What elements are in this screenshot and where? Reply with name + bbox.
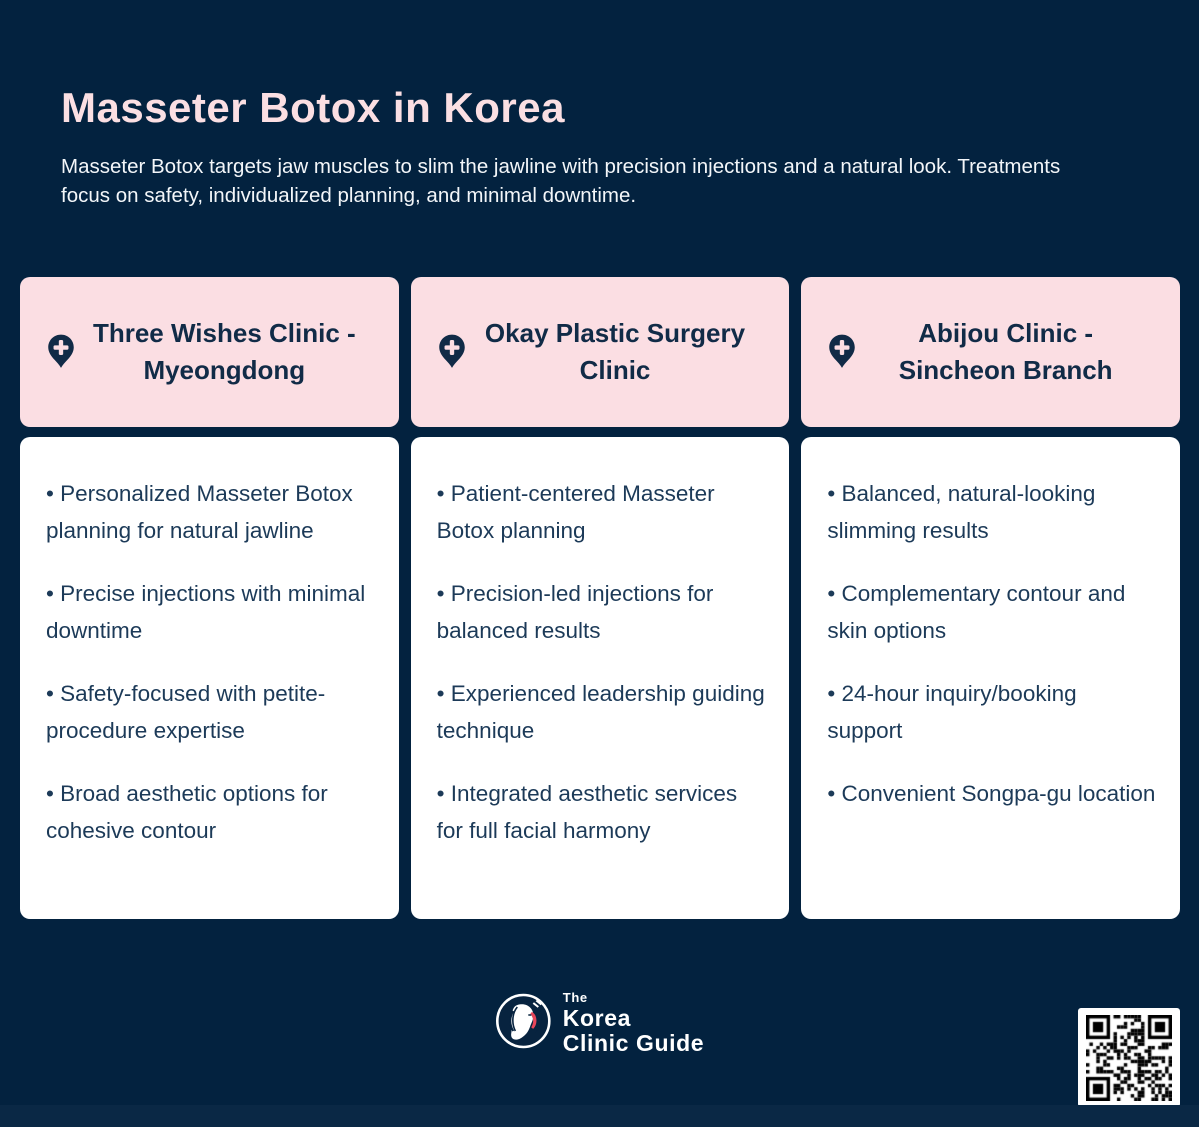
bullet-item: • Balanced, natural-looking slimming res… — [827, 481, 1096, 543]
bullet-item: • Patient-centered Masseter Botox planni… — [436, 481, 715, 543]
brand-logo-text: The Korea Clinic Guide — [563, 991, 704, 1055]
medical-map-pin-icon — [825, 333, 861, 371]
clinic-card-header: Okay Plastic Surgery Clinic — [410, 277, 790, 427]
bullet-item: • Broad aesthetic options for cohesive c… — [46, 781, 328, 843]
page-title: Masseter Botox in Korea — [61, 84, 565, 131]
brand-logo: The Korea Clinic Guide — [495, 991, 704, 1055]
bullet-item: • Complementary contour and skin options — [827, 581, 1126, 643]
clinic-card-body: • Balanced, natural-looking slimming res… — [801, 437, 1180, 919]
bottom-strip — [0, 1105, 1199, 1127]
bullet-item: • Precision-led injections for balanced … — [436, 581, 714, 643]
medical-map-pin-icon — [435, 333, 471, 371]
bullet-item: • Precise injections with minimal downti… — [46, 581, 366, 643]
bullet-item: • Personalized Masseter Botox planning f… — [46, 481, 353, 543]
clinic-card-title: Abijou Clinic - Sincheon Branch — [898, 318, 1113, 385]
clinic-card-header: Abijou Clinic - Sincheon Branch — [801, 277, 1180, 427]
clinic-card: Okay Plastic Surgery Clinic • Patient-ce… — [410, 277, 790, 919]
clinic-card-title: Okay Plastic Surgery Clinic — [484, 318, 746, 385]
clinic-card-body: • Personalized Masseter Botox planning f… — [20, 437, 399, 919]
qr-code-pattern — [1086, 1014, 1172, 1101]
bullet-item: • Integrated aesthetic services for full… — [436, 781, 738, 843]
clinic-cards: Three Wishes Clinic - Myeongdong • Perso… — [20, 277, 1180, 919]
clinic-card-header: Three Wishes Clinic - Myeongdong — [20, 277, 399, 427]
bullet-item: • 24-hour inquiry/booking support — [827, 681, 1077, 743]
logo-the: The — [562, 990, 588, 1005]
page-subtitle: Masseter Botox targets jaw muscles to sl… — [61, 155, 1061, 207]
bullet-item: • Convenient Songpa-gu location — [827, 781, 1156, 806]
medical-map-pin-icon — [44, 333, 80, 371]
clinic-card: Abijou Clinic - Sincheon Branch • Balanc… — [801, 277, 1180, 919]
clinic-card-title: Three Wishes Clinic - Myeongdong — [92, 318, 356, 385]
korea-clinic-guide-emblem-icon — [495, 993, 551, 1054]
logo-korea: Korea — [562, 1005, 632, 1031]
clinic-card-body: • Patient-centered Masseter Botox planni… — [410, 437, 790, 919]
page-header: Masseter Botox in Korea Masseter Botox t… — [61, 84, 1141, 210]
bullet-item: • Experienced leadership guiding techniq… — [436, 681, 765, 743]
qr-code[interactable] — [1078, 1008, 1180, 1107]
bullet-item: • Safety-focused with petite-procedure e… — [46, 681, 326, 743]
logo-clinic-guide: Clinic Guide — [562, 1030, 705, 1056]
clinic-card: Three Wishes Clinic - Myeongdong • Perso… — [20, 277, 399, 919]
